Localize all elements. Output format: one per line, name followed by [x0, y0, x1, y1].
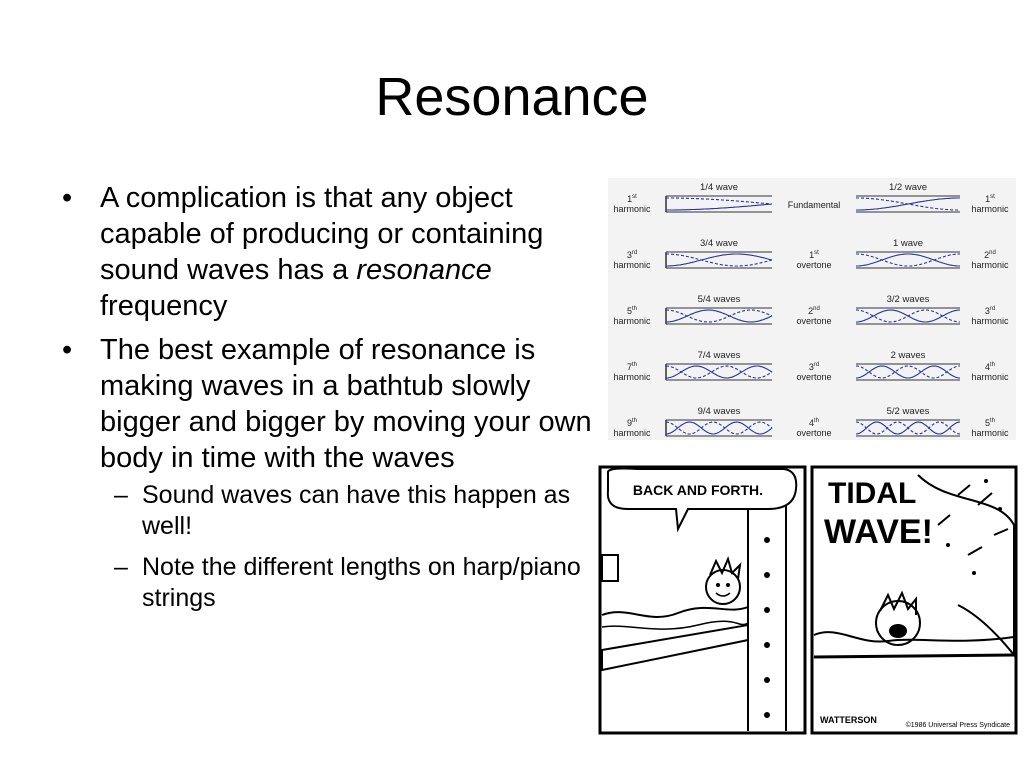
harmonic-label-right-word: harmonic — [971, 204, 1009, 214]
standing-wave — [665, 309, 773, 323]
harmonic-caption-left: 5/4 waves — [698, 294, 741, 305]
harmonic-caption-right: 1 wave — [893, 238, 923, 249]
overtone-label-word: overtone — [796, 260, 831, 270]
slide-title: Resonance — [375, 67, 649, 127]
overtone-label-word: overtone — [796, 428, 831, 438]
harmonic-label-right-word: harmonic — [971, 260, 1009, 270]
standing-wave — [855, 365, 961, 379]
harmonic-caption-left: 1/4 wave — [700, 182, 738, 193]
harmonic-label-left-word: harmonic — [613, 260, 651, 270]
standing-wave — [666, 253, 773, 267]
harmonic-label-left-word: harmonic — [613, 372, 651, 382]
standing-wave-dashed — [856, 253, 960, 267]
harmonic-label-right-word: harmonic — [971, 428, 1009, 438]
harmonic-label-right: 5th — [985, 418, 995, 428]
standing-wave-dashed — [665, 309, 773, 323]
standing-wave — [665, 365, 773, 379]
standing-wave — [665, 421, 773, 435]
harmonic-caption-left: 9/4 waves — [698, 406, 741, 417]
overtone-label: 3rd — [809, 362, 819, 372]
speech-bubble-text: BACK AND FORTH. — [633, 482, 763, 498]
fundamental-label: Fundamental — [788, 200, 841, 210]
harmonic-label-left-word: harmonic — [613, 428, 651, 438]
bullet-text: A complication is that any object capabl… — [100, 182, 544, 286]
harmonic-label-right-word: harmonic — [971, 372, 1009, 382]
harmonic-caption-right: 2 waves — [891, 350, 926, 361]
sub-bullet-sound-waves: Sound waves can have this happen as well… — [100, 480, 597, 542]
harmonic-label-left: 5th — [627, 306, 637, 316]
harmonic-caption-left: 7/4 waves — [698, 350, 741, 361]
standing-wave-dashed — [666, 197, 773, 205]
bullet-text: frequency — [100, 290, 228, 322]
overtone-label-word: overtone — [796, 316, 831, 326]
bullet-list: A complication is that any object capabl… — [62, 180, 597, 624]
comic-shout-wave: WAVE! — [824, 513, 933, 551]
overtone-label: 4th — [809, 418, 819, 428]
harmonic-caption-right: 5/2 waves — [887, 406, 930, 417]
harmonic-caption-right: 1/2 wave — [889, 182, 927, 193]
bullet-text: The best example of resonance is making … — [100, 334, 592, 474]
harmonic-label-left-word: harmonic — [613, 316, 651, 326]
standing-wave — [856, 253, 960, 267]
standing-wave-dashed — [856, 197, 960, 211]
harmonic-label-left: 9th — [627, 418, 637, 428]
comic-signature: WATTERSON — [820, 715, 877, 725]
comic-copyright: ©1986 Universal Press Syndicate — [906, 721, 1010, 729]
harmonic-label-left: 3rd — [627, 250, 637, 260]
comic-strip-image: BACK AND FORTH. TIDAL WAVE! WATTERSON ©1… — [598, 465, 1018, 735]
sub-bullet-strings: Note the different lengths on harp/piano… — [100, 552, 597, 614]
overtone-label: 1st — [809, 250, 819, 260]
harmonic-caption-right: 3/2 waves — [887, 294, 930, 305]
overtone-label-word: overtone — [796, 372, 831, 382]
standing-wave-dashed — [855, 365, 961, 379]
harmonic-caption-left: 3/4 wave — [700, 238, 738, 249]
harmonic-label-left: 7th — [627, 362, 637, 372]
bullet-resonance-complication: A complication is that any object capabl… — [62, 180, 597, 324]
harmonic-label-left-word: harmonic — [613, 204, 651, 214]
harmonic-label-right: 3rd — [985, 306, 995, 316]
harmonic-label-right: 4th — [985, 362, 995, 372]
harmonic-label-left: 1st — [627, 194, 637, 204]
harmonic-label-right: 1st — [985, 194, 995, 204]
harmonic-label-right-word: harmonic — [971, 316, 1009, 326]
standing-wave-dashed — [666, 253, 773, 267]
bullet-bathtub-example: The best example of resonance is making … — [62, 332, 597, 614]
standing-wave-dashed — [665, 365, 773, 379]
standing-wave-dashed — [855, 309, 961, 323]
standing-wave-dashed — [665, 421, 773, 435]
sub-bullet-list: Sound waves can have this happen as well… — [100, 480, 597, 614]
harmonic-label-right: 2nd — [984, 250, 996, 260]
standing-wave — [666, 203, 773, 211]
standing-wave-dashed — [855, 421, 961, 435]
comic-shout-tidal: TIDAL — [828, 477, 916, 510]
bullet-emphasis: resonance — [356, 254, 492, 286]
overtone-label: 2nd — [808, 306, 820, 316]
